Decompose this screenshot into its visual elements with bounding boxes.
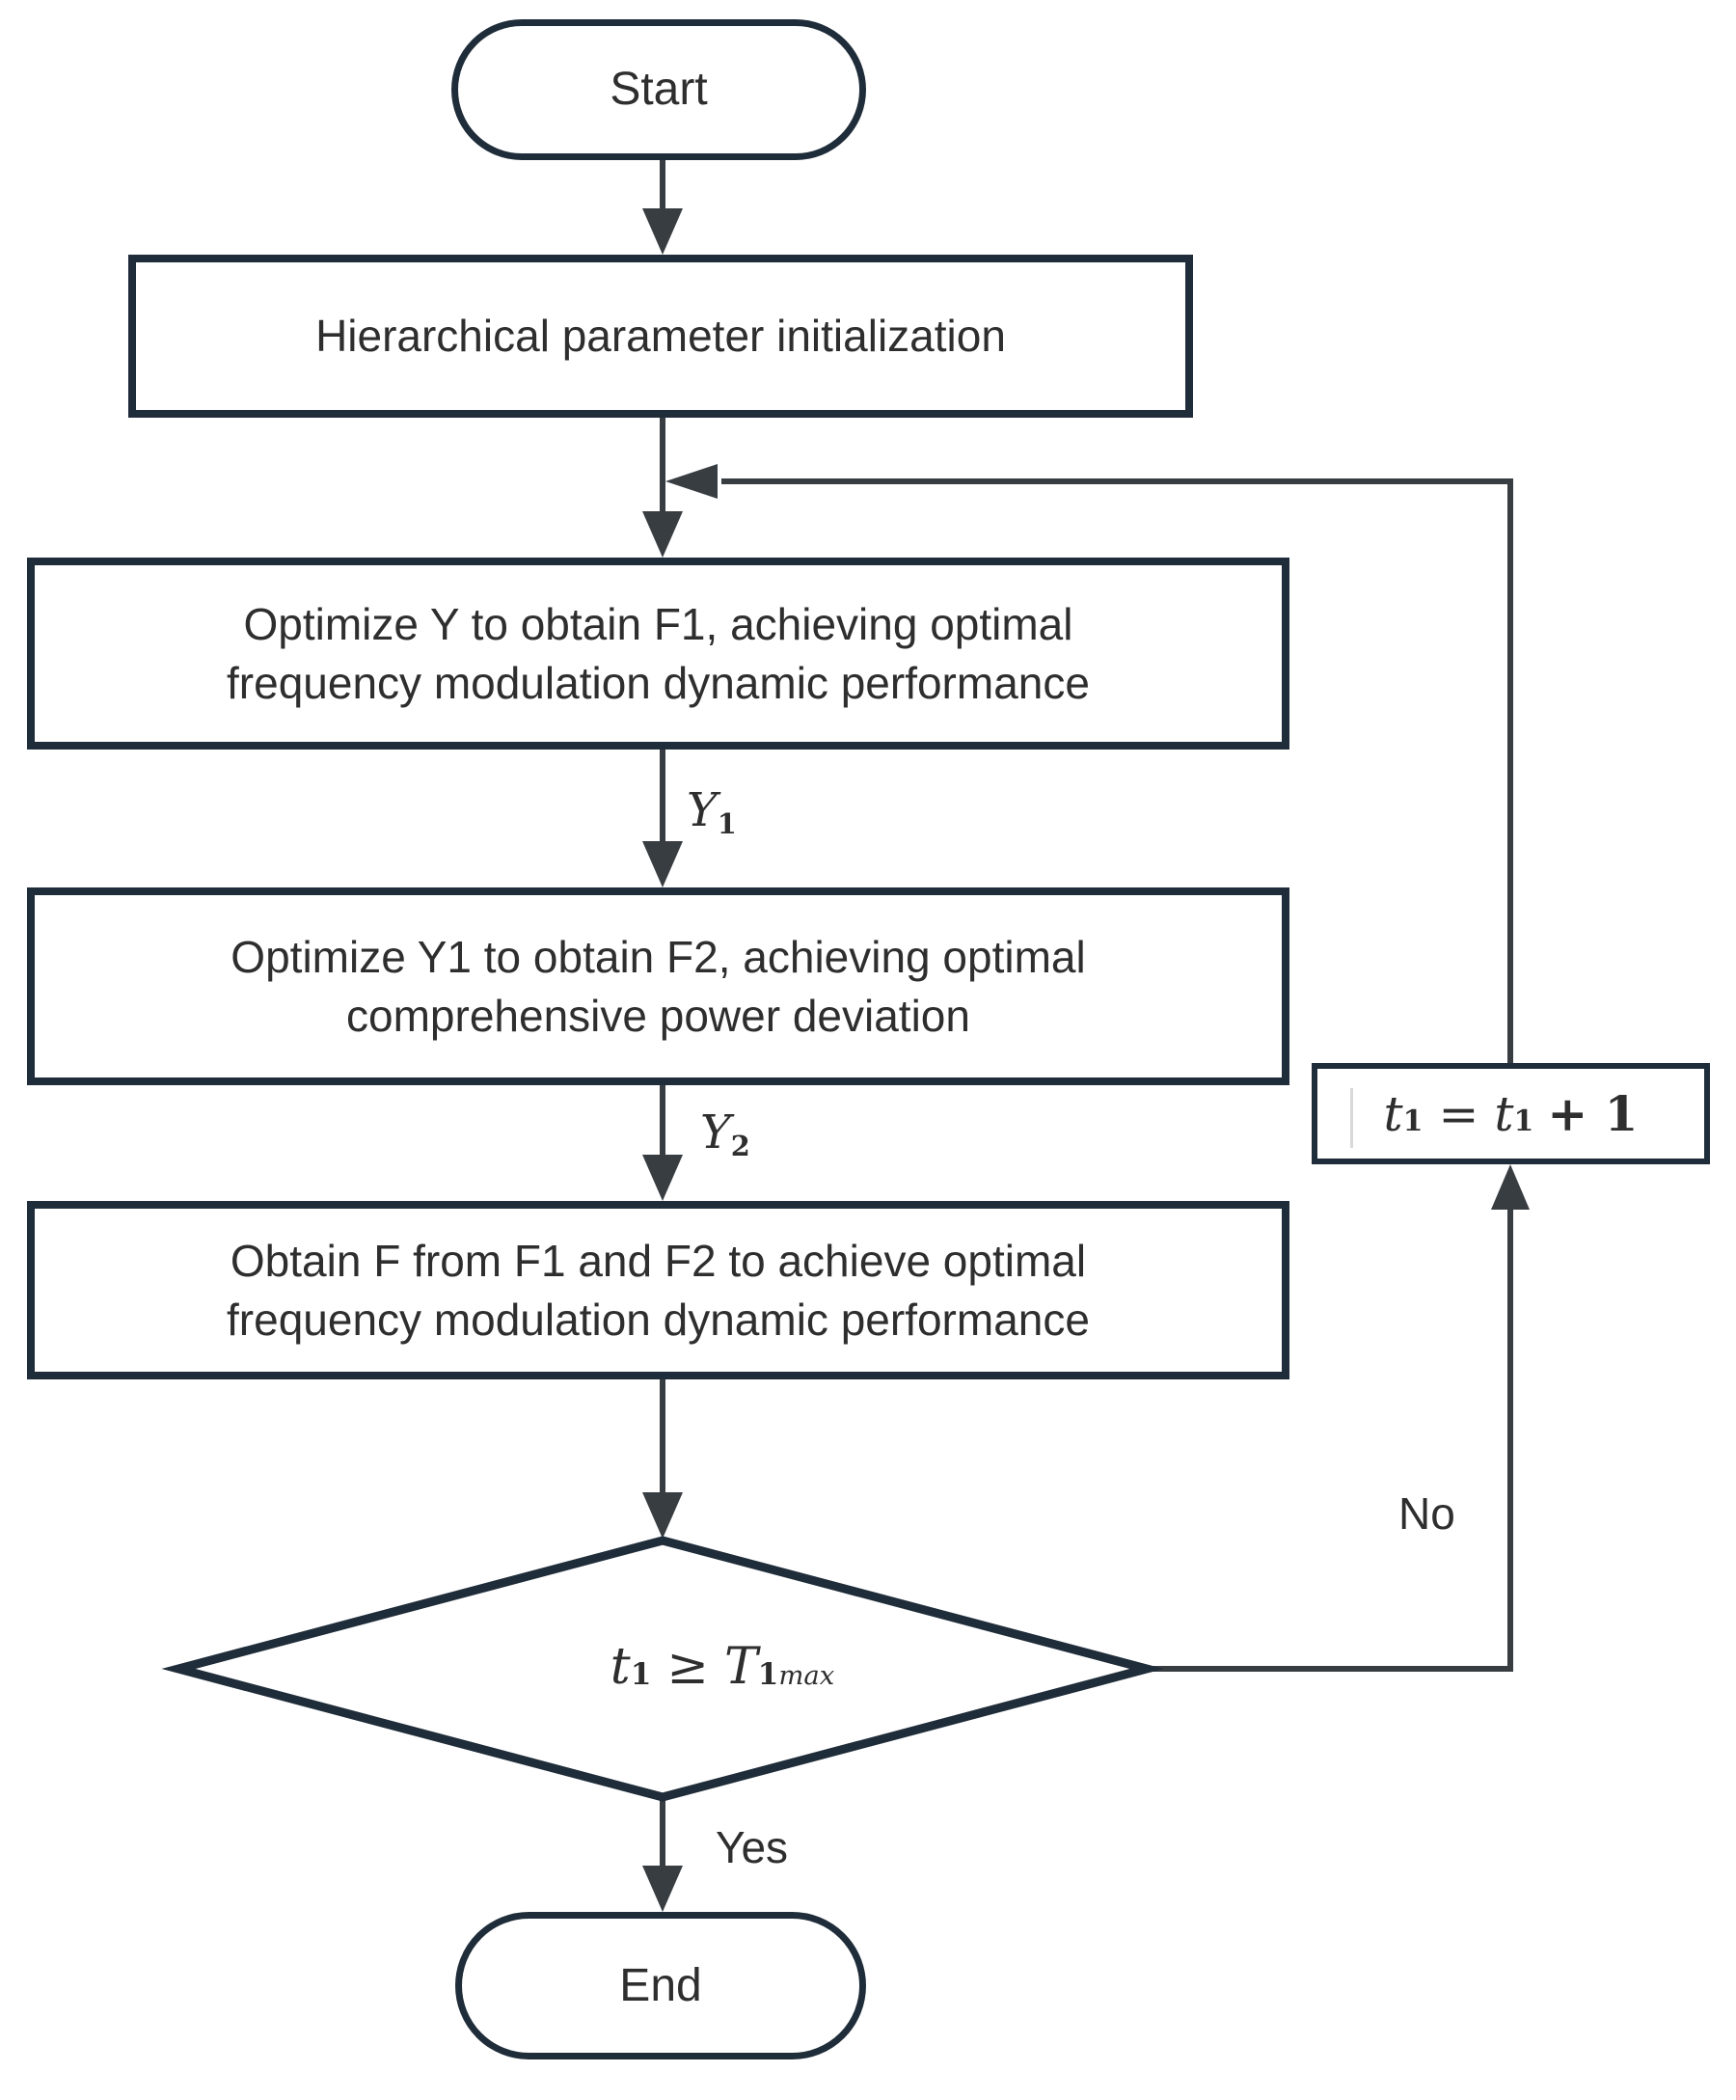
arrowhead-init-to-opt1 — [642, 511, 683, 558]
start-node: Start — [451, 19, 866, 160]
optimize-y1-line1: Optimize Y1 to obtain F2, achieving opti… — [231, 931, 1086, 982]
arrowhead-start-to-init — [642, 208, 683, 255]
arrowhead-into-increment — [1491, 1164, 1530, 1210]
no-branch-line — [1147, 1208, 1513, 1672]
increment-rhs-sub: 1 — [1513, 1104, 1534, 1138]
increment-tail: + 1 — [1547, 1084, 1639, 1142]
arrowhead-combine-to-decision — [642, 1492, 683, 1539]
optimize-y-line1: Optimize Y to obtain F1, achieving optim… — [243, 598, 1073, 649]
decision-rhs-sub: 1max — [757, 1656, 835, 1692]
decision-rhs: T — [723, 1637, 758, 1696]
init-label: Hierarchical parameter initialization — [315, 311, 1006, 362]
decision-lhs-sub: 1 — [630, 1656, 652, 1692]
decision-operator: ≥ — [666, 1637, 709, 1696]
increment-lhs-sub: 1 — [1402, 1104, 1424, 1138]
combine-line1: Obtain F from F1 and F2 to achieve optim… — [230, 1235, 1087, 1286]
arrowhead-opt2-to-combine — [642, 1155, 683, 1201]
arrowhead-decision-to-end — [642, 1866, 683, 1912]
optimize-y1-line2: comprehensive power deviation — [346, 990, 970, 1041]
init-node: Hierarchical parameter initialization — [128, 255, 1193, 418]
increment-cursor-artifact — [1350, 1088, 1353, 1148]
optimize-y-line2: frequency modulation dynamic performance — [227, 657, 1090, 708]
end-label: End — [619, 1959, 702, 2011]
increment-equals: = — [1438, 1085, 1479, 1142]
edge-label-no: No — [1398, 1488, 1455, 1539]
edge-label-y2: Y2 — [700, 1105, 750, 1163]
arrowhead-return-merge — [665, 464, 718, 499]
edge-label-yes: Yes — [716, 1822, 789, 1872]
decision-diamond-shape — [161, 1536, 1164, 1802]
increment-return-line — [721, 478, 1513, 1063]
optimize-y-node: Optimize Y to obtain F1, achieving optim… — [27, 558, 1289, 750]
start-label: Start — [610, 64, 708, 116]
arrowhead-opt1-to-opt2 — [642, 841, 683, 887]
combine-line2: frequency modulation dynamic performance — [227, 1294, 1090, 1345]
optimize-y1-node: Optimize Y1 to obtain F2, achieving opti… — [27, 887, 1289, 1085]
increment-lhs: t — [1383, 1085, 1403, 1142]
end-node: End — [455, 1912, 866, 2059]
combine-node: Obtain F from F1 and F2 to achieve optim… — [27, 1201, 1289, 1379]
edge-label-y1: Y1 — [687, 783, 737, 841]
decision-rhs-sub-word: max — [778, 1660, 835, 1691]
increment-rhs: t — [1494, 1085, 1514, 1142]
decision-lhs: t — [610, 1637, 631, 1696]
